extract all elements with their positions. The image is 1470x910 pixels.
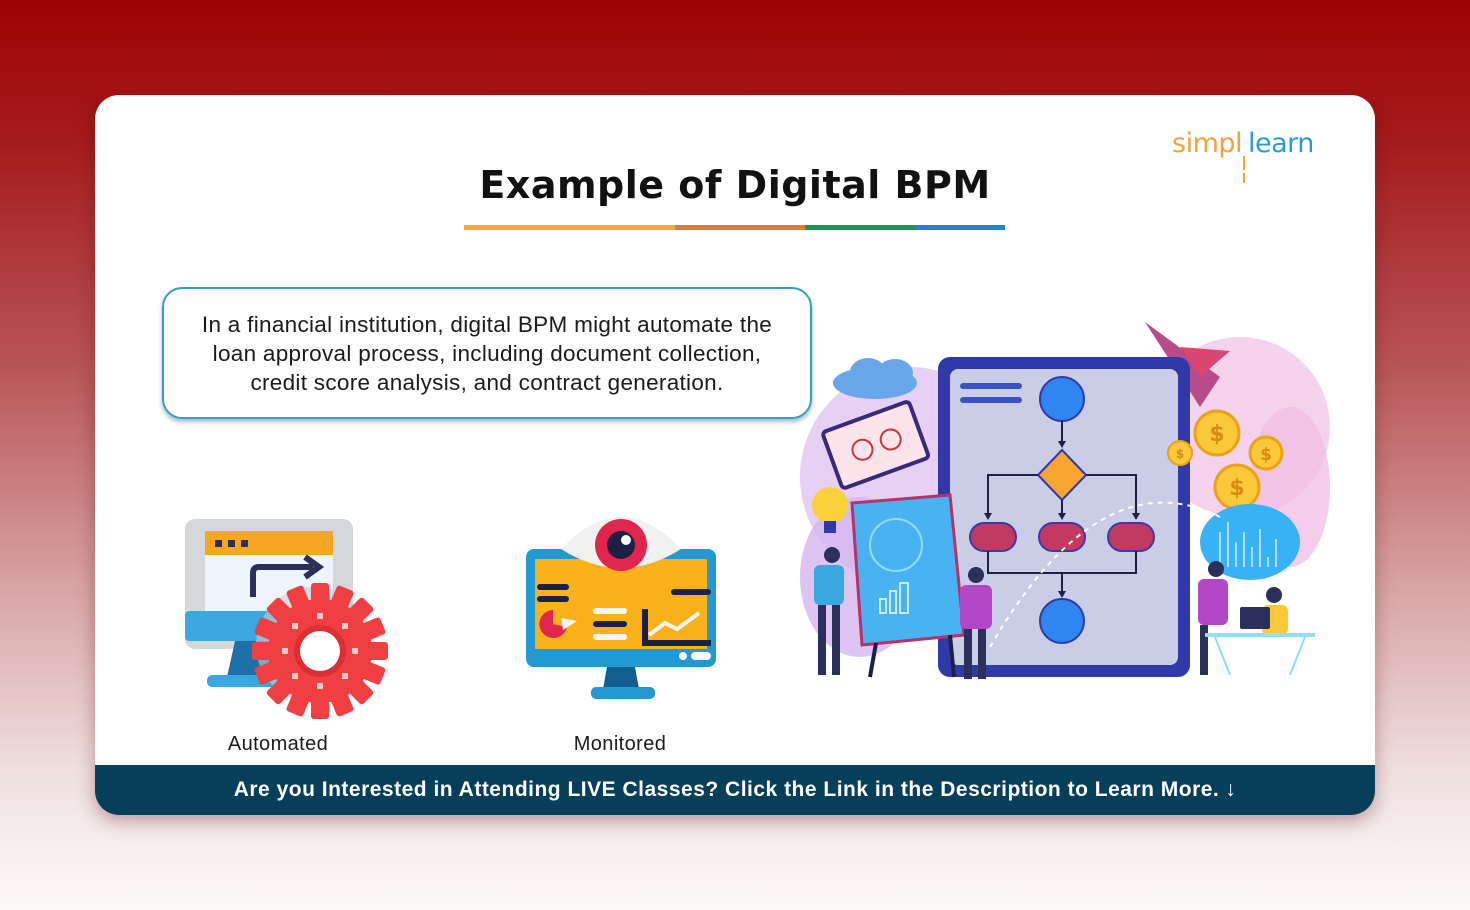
live-classes-banner[interactable]: Are you Interested in Attending LIVE Cla… — [95, 765, 1375, 815]
underline-segment-blue — [915, 225, 1005, 230]
feature-label-automated: Automated — [227, 733, 329, 755]
svg-text:$: $ — [1209, 422, 1224, 447]
underline-segment-dark-orange — [674, 225, 805, 230]
page-title: Example of Digital BPM — [479, 163, 991, 207]
banner-text: Are you Interested in Attending LIVE Cla… — [233, 778, 1220, 801]
underline-segment-green — [804, 225, 916, 230]
underline-segment-orange — [464, 225, 675, 230]
monitor-eye-icon — [523, 515, 723, 715]
title-underline — [464, 225, 1005, 230]
monitor-gear-icon — [183, 517, 393, 727]
description-box: In a financial institution, digital BPM … — [162, 287, 812, 419]
svg-text:$: $ — [1176, 447, 1184, 461]
logo-text-learn: learn — [1248, 128, 1314, 159]
svg-text:$: $ — [1260, 445, 1272, 465]
feature-label-monitored: Monitored — [573, 733, 667, 755]
bpm-flowchart-illustration: $ $ $ $ — [800, 317, 1340, 687]
svg-text:$: $ — [1229, 476, 1244, 501]
arrow-down-icon: ↓ — [1225, 778, 1237, 801]
description-text: In a financial institution, digital BPM … — [201, 311, 773, 395]
logo-text-simpl: simpl — [1172, 128, 1243, 159]
